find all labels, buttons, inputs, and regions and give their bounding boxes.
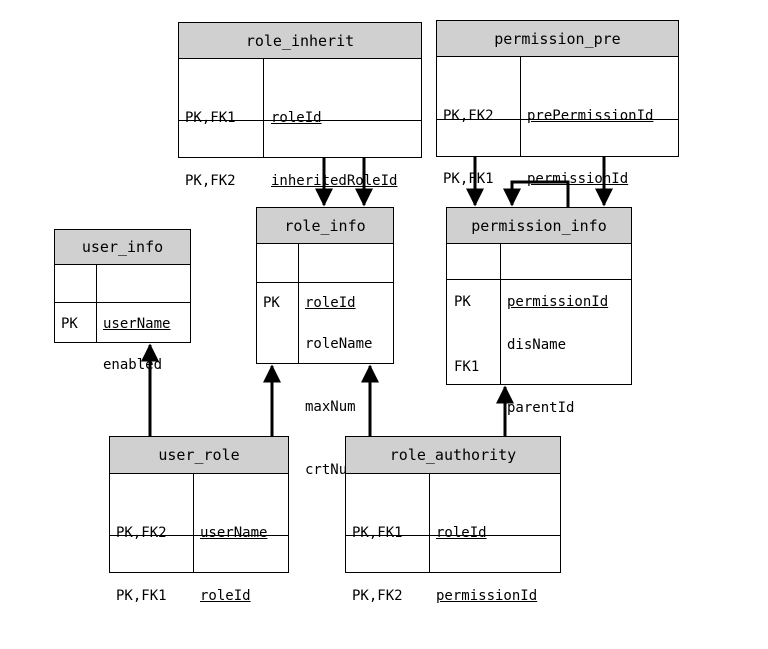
entity-title: role_authority [346, 437, 560, 474]
key-field: userName [200, 525, 268, 541]
entity-title: role_inherit [179, 23, 421, 59]
attribute-field: crtNum [305, 462, 356, 478]
relationship-lines [141, 157, 613, 436]
attribute-field: parentId [507, 400, 575, 416]
attribute-field: roleName [305, 336, 373, 352]
key-section: PK,FK1 PK,FK2 roleId inheritedRoleId [179, 59, 421, 189]
entity-title: role_info [257, 208, 393, 244]
key-marker: PK,FK1 [185, 110, 236, 126]
key-section: PK roleId [257, 244, 393, 311]
key-field: inheritedRoleId [271, 173, 398, 189]
key-field: permissionId [507, 294, 609, 310]
key-marker: PK,FK1 [352, 525, 403, 541]
key-marker: PK,FK1 [443, 171, 494, 187]
key-field: roleId [271, 110, 322, 126]
attribute-field: disName [507, 337, 567, 353]
er-diagram: role_inherit PK,FK1 PK,FK2 roleId inheri… [54, 20, 679, 604]
attribute-section [179, 121, 421, 157]
attribute-field: maxNum [305, 399, 356, 415]
key-field: roleId [436, 525, 487, 541]
attribute-section [110, 536, 288, 572]
key-field: roleId [305, 295, 356, 311]
key-marker: PK,FK2 [185, 173, 236, 189]
entity-title: user_role [110, 437, 288, 474]
key-marker: PK [61, 316, 78, 332]
self-reference-arrow [503, 180, 570, 207]
key-field: roleId [200, 588, 251, 604]
key-marker: PK,FK2 [352, 588, 403, 604]
entity-title: permission_info [447, 208, 631, 244]
attribute-section: roleName maxNum crtNum [257, 283, 393, 478]
entity-user-info: user_info PK userName enabled [54, 229, 191, 373]
key-field: permissionId [436, 588, 538, 604]
key-marker: PK,FK2 [443, 108, 494, 124]
key-field: prePermissionId [527, 108, 654, 124]
entity-permission-pre: permission_pre PK,FK2 PK,FK1 prePermissi… [436, 20, 679, 187]
entity-permission-info: permission_info PK permissionId FK1 disN… [446, 207, 632, 542]
key-section: PK permissionId [447, 244, 631, 310]
key-field: userName [103, 316, 171, 332]
attribute-section [437, 120, 678, 156]
key-marker: PK,FK1 [116, 588, 167, 604]
key-section: PK userName [55, 265, 190, 332]
attribute-section [346, 536, 560, 572]
key-marker: PK,FK2 [116, 525, 167, 541]
entity-title: permission_pre [437, 21, 678, 57]
entity-role-info: role_info PK roleId roleName maxNum crtN… [256, 207, 394, 478]
key-marker: PK [263, 295, 280, 311]
entity-role-inherit: role_inherit PK,FK1 PK,FK2 roleId inheri… [178, 22, 422, 189]
attribute-marker: FK1 [454, 359, 480, 375]
entity-title: user_info [55, 230, 190, 265]
key-marker: PK [454, 294, 471, 310]
